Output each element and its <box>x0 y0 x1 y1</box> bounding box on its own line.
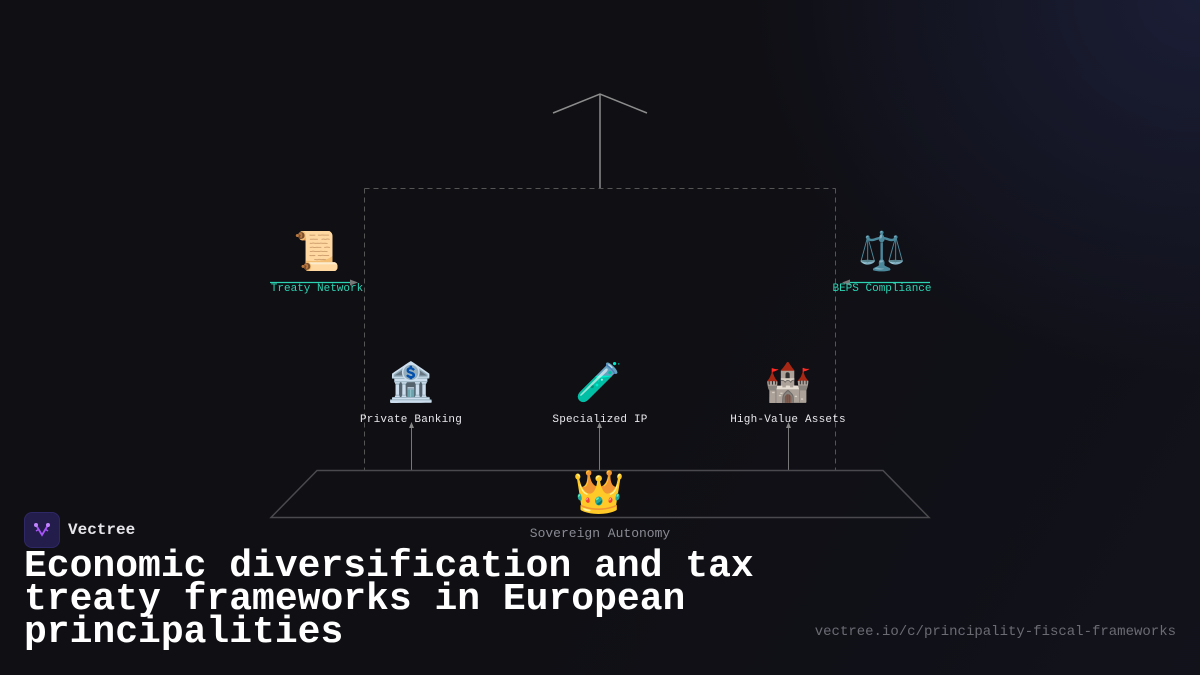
dashed-frame <box>364 188 836 470</box>
specialized-ip-label: Specialized IP <box>552 414 648 426</box>
treaty-connector <box>270 279 358 286</box>
castle-icon: 🏰 <box>764 360 812 404</box>
high-value-assets-label: High-Value Assets <box>730 414 846 426</box>
pillar-arrows <box>409 422 791 470</box>
crown-icon: 👑 <box>572 467 626 516</box>
brand-name: Vectree <box>68 521 136 539</box>
treaty-network-label: Treaty Network <box>270 283 364 295</box>
scroll-icon: 📜 <box>293 229 341 273</box>
sovereign-autonomy-label: Sovereign Autonomy <box>529 526 671 541</box>
beps-connector <box>842 279 930 286</box>
brand: Vectree <box>24 512 135 548</box>
vectree-logo-icon <box>24 512 60 548</box>
page-title: Economic diversification and tax treaty … <box>24 545 754 654</box>
beps-compliance-label: BEPS Compliance <box>832 283 932 295</box>
base-platform <box>269 469 931 519</box>
page-url[interactable]: vectree.io/c/principality-fiscal-framewo… <box>814 624 1176 640</box>
bank-icon: 🏦 <box>387 360 435 404</box>
test-tube-icon: 🧪 <box>575 360 623 404</box>
roof-arrow <box>552 93 648 188</box>
balance-scale-icon: ⚖️ <box>858 229 906 273</box>
private-banking-label: Private Banking <box>359 414 463 426</box>
